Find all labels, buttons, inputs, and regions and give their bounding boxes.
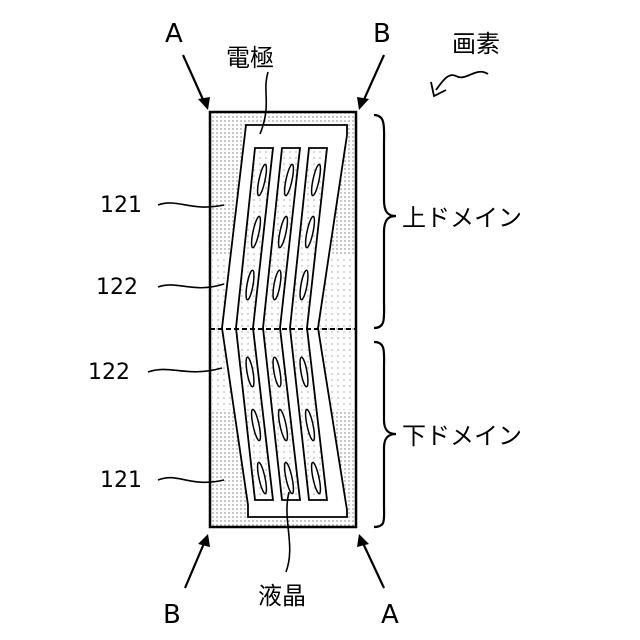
label-b-bottom: B [163,600,181,630]
label-a-bottom: A [381,600,399,630]
arrow-b-bottom [185,541,205,588]
arrow-a-bottom [362,541,384,588]
label-121-bottom: 121 [100,468,142,493]
label-liquid-crystal: 液晶 [258,582,306,610]
label-121-top: 121 [100,193,142,218]
label-b-top: B [373,19,391,49]
label-electrode: 電極 [226,44,274,72]
brace-upper-domain [374,115,396,328]
label-a-top: A [165,19,183,49]
label-122-bottom: 122 [88,360,130,385]
brace-lower-domain [374,342,396,527]
arrow-b-top [362,55,384,104]
arrow-a-top-head [198,97,210,110]
label-122-top: 122 [96,275,138,300]
label-lower-domain: 下ドメイン [402,422,522,450]
label-upper-domain: 上ドメイン [402,204,522,232]
pixel-pointer-head [431,82,446,96]
arrow-a-bottom-head [357,534,369,547]
arrow-b-bottom-head [198,534,210,547]
arrow-a-top [183,55,205,104]
arrow-b-top-head [357,97,369,110]
pixel-pointer-wave [436,72,488,90]
label-pixel: 画素 [452,30,500,58]
